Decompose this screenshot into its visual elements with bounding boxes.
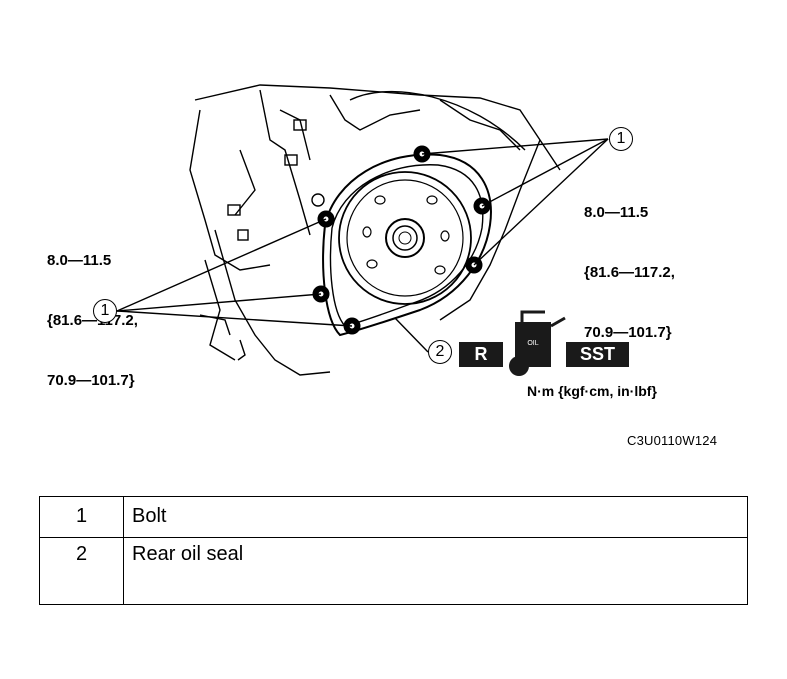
oil-can-icon: OIL xyxy=(509,310,566,376)
rear-oil-seal-diagram: OIL xyxy=(116,84,609,376)
torque-spec-right: 8.0—11.5 {81.6—117.2, 70.9—101.7} xyxy=(584,163,675,363)
torque-right-line: {81.6—117.2, xyxy=(584,264,675,281)
part-number: 1 xyxy=(39,496,124,538)
torque-right-line: 70.9—101.7} xyxy=(584,324,672,341)
torque-left-line: 70.9—101.7} xyxy=(47,372,135,389)
part-name: Rear oil seal xyxy=(123,537,748,605)
engine-block-outline xyxy=(189,84,561,376)
part-name: Bolt xyxy=(123,496,748,538)
callout-rear-oil-seal: 2 xyxy=(428,340,452,364)
oil-can-label: OIL xyxy=(527,340,538,347)
sst-badge: SST xyxy=(566,342,629,367)
table-row: 2 Rear oil seal xyxy=(39,537,748,605)
parts-table: 1 Bolt 2 Rear oil seal xyxy=(39,496,748,605)
torque-unit-label: N·m {kgf·cm, in·lbf} xyxy=(527,383,657,399)
figure-code: C3U0110W124 xyxy=(627,433,718,448)
torque-left-line: 8.0—11.5 xyxy=(47,252,112,269)
table-row: 1 Bolt xyxy=(39,496,748,538)
replace-badge: R xyxy=(459,342,503,367)
leader-lines xyxy=(116,138,609,353)
callout-bolt-right: 1 xyxy=(609,127,633,151)
callout-bolt-left: 1 xyxy=(93,299,117,323)
part-number: 2 xyxy=(39,537,124,605)
torque-right-line: 8.0—11.5 xyxy=(584,204,649,221)
seal-housing xyxy=(322,153,492,337)
